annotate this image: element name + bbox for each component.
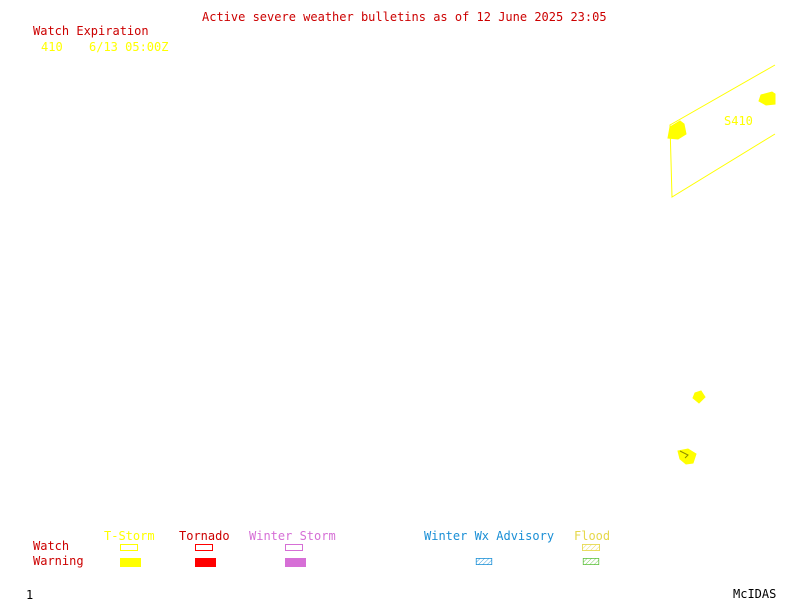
watch-box-label: S410 — [724, 114, 753, 128]
watch-number: 410 — [41, 40, 63, 54]
legend-flood-label: Flood — [574, 529, 611, 543]
legend-flood-watch-swatch — [582, 544, 600, 551]
legend-flood-warning-swatch — [582, 558, 600, 565]
software-label: McIDAS — [733, 587, 777, 601]
watch-box-s410[interactable] — [669, 64, 776, 198]
legend-winter-storm-watch-swatch — [285, 544, 303, 551]
legend-warning-row-label: Warning — [33, 554, 84, 568]
legend-winter-storm-warning-swatch — [285, 558, 306, 567]
legend-tornado-warning-swatch — [195, 558, 216, 567]
tstorm-warning-polygon[interactable] — [758, 91, 776, 106]
legend-winter-storm-label: Winter Storm — [249, 529, 336, 543]
legend-tstorm-warning-swatch — [120, 558, 141, 567]
legend-tornado-label: Tornado — [179, 529, 230, 543]
legend-winter-wx-advisory-label: Winter Wx Advisory — [424, 529, 555, 543]
watch-expiration-time: 6/13 05:00Z — [89, 40, 169, 54]
legend-tstorm-watch-swatch — [120, 544, 138, 551]
frame-number: 1 — [26, 588, 34, 602]
legend-winter-wx-advisory-warning-swatch — [475, 558, 493, 565]
legend-tornado-watch-swatch — [195, 544, 213, 551]
bulletin-title: Active severe weather bulletins as of 12… — [202, 10, 607, 24]
flood-warning-outline — [679, 450, 689, 459]
tstorm-warning-polygon[interactable] — [692, 390, 706, 404]
legend-tstorm-label: T-Storm — [104, 529, 155, 543]
watch-expiration-heading: Watch Expiration — [33, 24, 149, 38]
tstorm-warning-polygon[interactable] — [667, 120, 687, 140]
legend-watch-row-label: Watch — [33, 539, 70, 553]
